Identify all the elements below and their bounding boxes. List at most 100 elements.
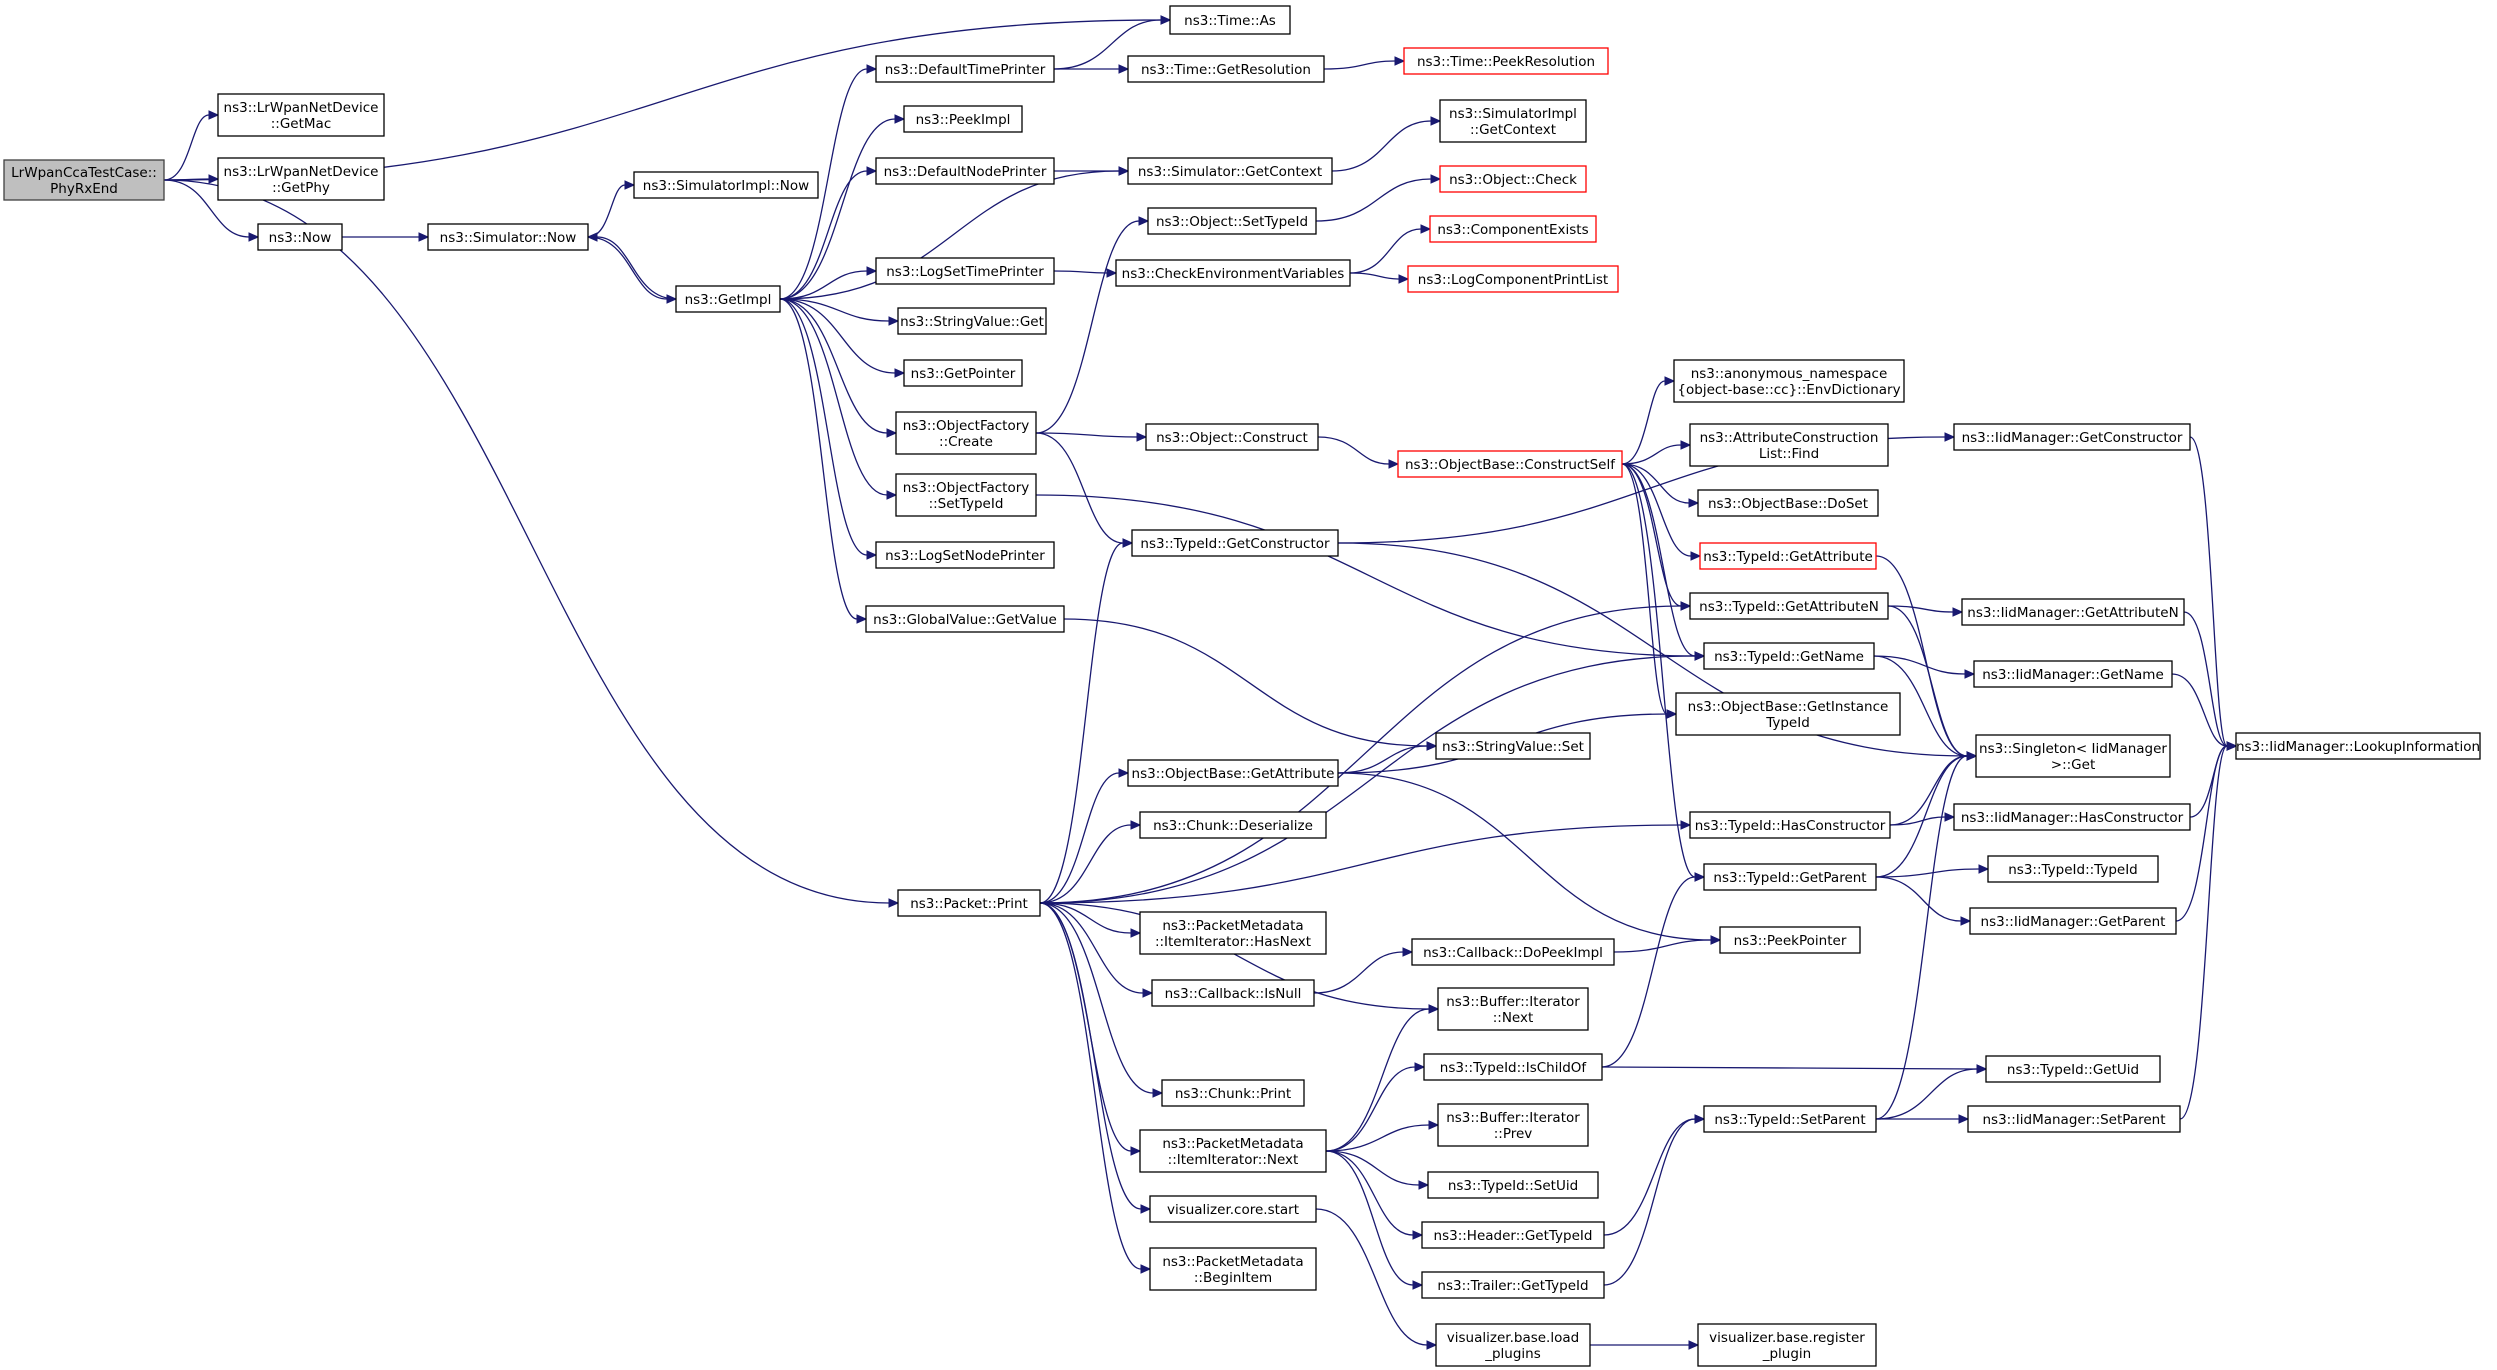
node-vizLoad[interactable]: visualizer.base.load_plugins — [1435, 1323, 1591, 1367]
node-tidSetParent[interactable]: ns3::TypeId::SetParent — [1703, 1105, 1877, 1133]
node-simNow[interactable]: ns3::Simulator::Now — [427, 223, 589, 251]
node-defNodePrinter[interactable]: ns3::DefaultNodePrinter — [875, 157, 1055, 185]
node-trailerGetTypeId[interactable]: ns3::Trailer::GetTypeId — [1421, 1271, 1605, 1299]
node-lookupInfo[interactable]: ns3::IidManager::LookupInformation — [2235, 732, 2481, 760]
node-label: ns3::TypeId::SetUid — [1448, 1178, 1578, 1194]
edge-simGetContext-to-simImplGetContext — [1331, 116, 1442, 172]
node-box — [1115, 259, 1351, 287]
node-simGetContext[interactable]: ns3::Simulator::GetContext — [1127, 157, 1333, 185]
node-tidGetAttribute[interactable]: ns3::TypeId::GetAttribute — [1699, 542, 1877, 570]
node-objCheck[interactable]: ns3::Object::Check — [1439, 165, 1587, 193]
node-now[interactable]: ns3::Now — [257, 223, 343, 251]
node-defTimePrinter[interactable]: ns3::DefaultTimePrinter — [875, 55, 1055, 83]
node-simImplNow[interactable]: ns3::SimulatorImpl::Now — [633, 171, 819, 199]
node-getPointer[interactable]: ns3::GetPointer — [903, 359, 1023, 387]
node-obGetAttribute[interactable]: ns3::ObjectBase::GetAttribute — [1127, 759, 1339, 787]
node-ofCreate[interactable]: ns3::ObjectFactory::Create — [895, 411, 1037, 455]
node-objConstruct[interactable]: ns3::Object::Construct — [1145, 423, 1319, 451]
edge-line — [2171, 673, 2228, 747]
node-label: ns3::IidManager::LookupInformation — [2236, 739, 2480, 755]
node-getResolution[interactable]: ns3::Time::GetResolution — [1127, 55, 1325, 83]
node-iidGetConstructor[interactable]: ns3::IidManager::GetConstructor — [1953, 423, 2191, 451]
node-label: ns3::Callback::IsNull — [1165, 986, 1302, 1002]
node-peekImpl[interactable]: ns3::PeekImpl — [903, 105, 1023, 133]
node-chunkDeserialize[interactable]: ns3::Chunk::Deserialize — [1139, 811, 1327, 839]
node-label: ns3::ObjectBase::GetAttribute — [1132, 766, 1335, 782]
node-objSetTypeId[interactable]: ns3::Object::SetTypeId — [1147, 207, 1317, 235]
node-label: _plugins — [1484, 1346, 1541, 1362]
node-compExists[interactable]: ns3::ComponentExists — [1429, 215, 1597, 243]
edge-line — [587, 236, 668, 300]
edge-line — [1053, 270, 1108, 274]
edge-checkEnv-to-compExists — [1349, 224, 1432, 274]
edge-pmNext-to-trailerGetTypeId — [1325, 1150, 1424, 1290]
edge-line — [1039, 902, 1132, 934]
edge-iidGetName-to-lookupInfo — [2171, 673, 2238, 751]
node-envDict[interactable]: ns3::anonymous_namespace{object-base::cc… — [1673, 359, 1905, 403]
node-ofSetTypeId[interactable]: ns3::ObjectFactory::SetTypeId — [895, 473, 1037, 517]
edge-line — [1315, 1208, 1428, 1346]
node-tidGetName[interactable]: ns3::TypeId::GetName — [1703, 642, 1875, 670]
node-tidIsChildOf[interactable]: ns3::TypeId::IsChildOf — [1423, 1053, 1603, 1081]
node-label: ns3::CheckEnvironmentVariables — [1122, 266, 1345, 282]
node-tidTypeId[interactable]: ns3::TypeId::TypeId — [1987, 855, 2159, 883]
edge-arrowhead — [1710, 935, 1722, 945]
node-peekPointer[interactable]: ns3::PeekPointer — [1719, 926, 1861, 954]
node-iidGetAttributeN[interactable]: ns3::IidManager::GetAttributeN — [1961, 598, 2185, 626]
node-cbIsNull[interactable]: ns3::Callback::IsNull — [1151, 979, 1315, 1007]
node-box — [1961, 598, 2185, 626]
edge-constructSelf-to-envDict — [1621, 376, 1676, 465]
node-tidGetUid[interactable]: ns3::TypeId::GetUid — [1985, 1055, 2161, 1083]
node-logCompPrint[interactable]: ns3::LogComponentPrintList — [1407, 265, 1619, 293]
node-iidHasConstructor[interactable]: ns3::IidManager::HasConstructor — [1953, 803, 2191, 831]
node-gvGetValue[interactable]: ns3::GlobalValue::GetValue — [865, 605, 1065, 633]
node-tidHasConstructor[interactable]: ns3::TypeId::HasConstructor — [1689, 811, 1891, 839]
node-simImplGetContext[interactable]: ns3::SimulatorImpl::GetContext — [1439, 99, 1587, 143]
node-tidGetConstructor[interactable]: ns3::TypeId::GetConstructor — [1131, 529, 1339, 557]
node-tidGetParent[interactable]: ns3::TypeId::GetParent — [1703, 863, 1877, 891]
edge-arrowhead — [866, 64, 878, 74]
node-getMac[interactable]: ns3::LrWpanNetDevice::GetMac — [217, 93, 385, 137]
node-timeAs[interactable]: ns3::Time::As — [1169, 5, 1291, 35]
node-iidSetParent[interactable]: ns3::IidManager::SetParent — [1967, 1105, 2181, 1133]
node-peekResolution[interactable]: ns3::Time::PeekResolution — [1403, 47, 1609, 75]
node-headerGetTypeId[interactable]: ns3::Header::GetTypeId — [1421, 1221, 1605, 1249]
edge-cbIsNull-to-cbDoPeekImpl — [1313, 947, 1414, 994]
node-logSetTime[interactable]: ns3::LogSetTimePrinter — [875, 257, 1055, 285]
node-pmBeginItem[interactable]: ns3::PacketMetadata::BeginItem — [1149, 1247, 1317, 1291]
node-getPhy[interactable]: ns3::LrWpanNetDevice::GetPhy — [217, 157, 385, 201]
node-packetPrint[interactable]: ns3::Packet::Print — [897, 889, 1041, 917]
node-strSet[interactable]: ns3::StringValue::Set — [1435, 732, 1591, 760]
node-iidGetParent[interactable]: ns3::IidManager::GetParent — [1969, 907, 2177, 935]
node-label: ns3::LrWpanNetDevice — [224, 100, 379, 116]
node-logSetNode[interactable]: ns3::LogSetNodePrinter — [875, 541, 1055, 569]
node-checkEnv[interactable]: ns3::CheckEnvironmentVariables — [1115, 259, 1351, 287]
node-root[interactable]: LrWpanCcaTestCase::PhyRxEnd — [3, 159, 165, 201]
node-vizStart[interactable]: visualizer.core.start — [1149, 1195, 1317, 1223]
node-cbDoPeekImpl[interactable]: ns3::Callback::DoPeekImpl — [1411, 938, 1615, 966]
edge-arrowhead — [1130, 1146, 1142, 1156]
node-tidSetUid[interactable]: ns3::TypeId::SetUid — [1427, 1171, 1599, 1199]
edge-tidSetParent-to-tidGetUid — [1875, 1064, 1988, 1120]
node-doSet[interactable]: ns3::ObjectBase::DoSet — [1697, 489, 1879, 517]
node-chunkPrint[interactable]: ns3::Chunk::Print — [1161, 1079, 1305, 1107]
node-label: ::ItemIterator::Next — [1168, 1152, 1299, 1168]
node-getImpl[interactable]: ns3::GetImpl — [675, 285, 781, 313]
node-singletonGet[interactable]: ns3::Singleton< IidManager >::Get — [1975, 734, 2171, 778]
node-box — [257, 223, 343, 251]
node-bufPrev[interactable]: ns3::Buffer::Iterator::Prev — [1437, 1103, 1589, 1147]
node-tidGetAttributeN[interactable]: ns3::TypeId::GetAttributeN — [1689, 592, 1889, 620]
node-bufNext[interactable]: ns3::Buffer::Iterator::Next — [1437, 987, 1589, 1031]
node-pmNext[interactable]: ns3::PacketMetadata::ItemIterator::Next — [1139, 1129, 1327, 1173]
node-box — [1139, 911, 1327, 955]
node-strGet[interactable]: ns3::StringValue::Get — [897, 307, 1047, 335]
edge-arrowhead — [418, 232, 430, 242]
node-vizRegister[interactable]: visualizer.base.register_plugin — [1697, 1323, 1877, 1367]
node-constructSelf[interactable]: ns3::ObjectBase::ConstructSelf — [1397, 450, 1623, 478]
edge-line — [1621, 380, 1666, 465]
edge-arrowhead — [1426, 1340, 1438, 1350]
node-iidGetName[interactable]: ns3::IidManager::GetName — [1973, 660, 2173, 688]
node-pmHasNext[interactable]: ns3::PacketMetadata::ItemIterator::HasNe… — [1139, 911, 1327, 955]
